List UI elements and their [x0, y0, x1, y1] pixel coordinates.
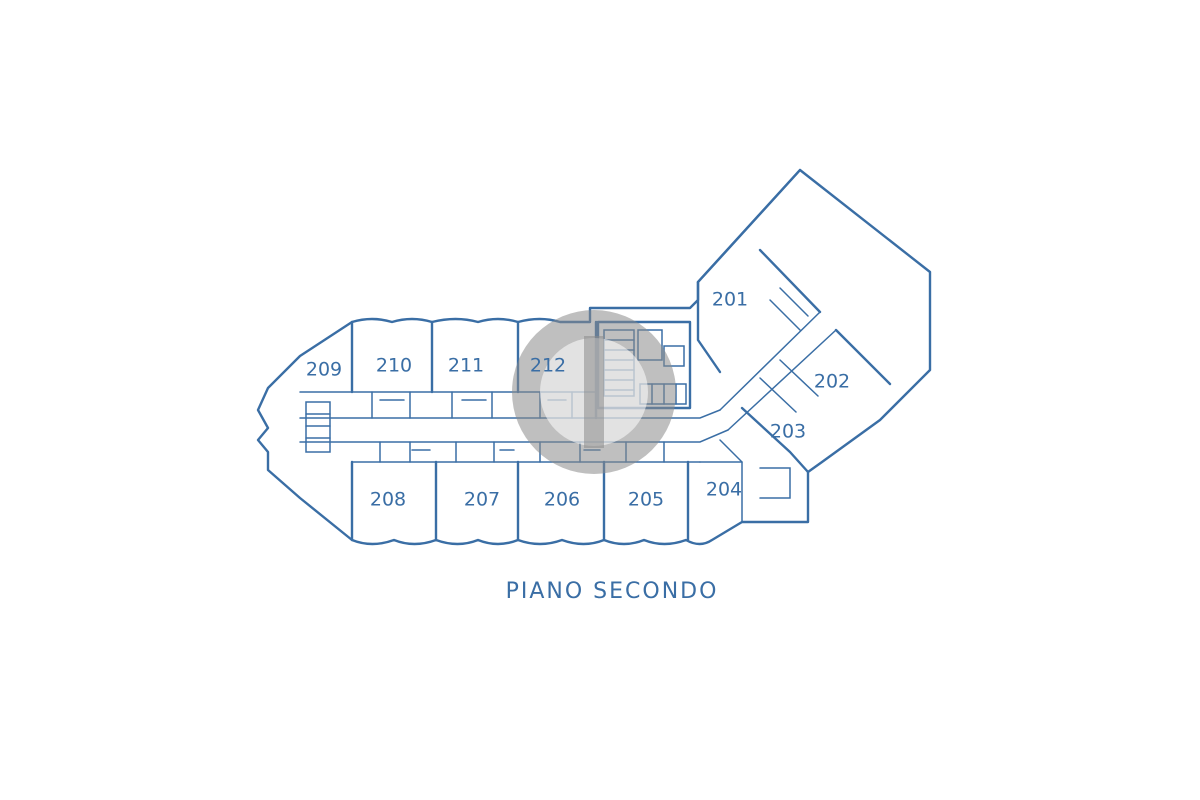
- angled-wing-partitions: [696, 168, 892, 523]
- room-label-212: 212: [530, 355, 566, 377]
- room-label-202: 202: [814, 371, 850, 393]
- room-label-211: 211: [448, 355, 484, 377]
- room-label-204: 204: [706, 479, 742, 501]
- room-label-207: 207: [464, 489, 500, 511]
- room-label-208: 208: [370, 489, 406, 511]
- plan-title: PIANO SECONDO: [506, 579, 719, 604]
- room-label-201: 201: [712, 289, 748, 311]
- room-labels: 201 202 203 204 205 206 207 208 209 210 …: [306, 289, 850, 511]
- room-label-203: 203: [770, 421, 806, 443]
- room-label-206: 206: [544, 489, 580, 511]
- room-label-209: 209: [306, 359, 342, 381]
- watermark-logo: [512, 310, 676, 474]
- room-label-210: 210: [376, 355, 412, 377]
- room-label-205: 205: [628, 489, 664, 511]
